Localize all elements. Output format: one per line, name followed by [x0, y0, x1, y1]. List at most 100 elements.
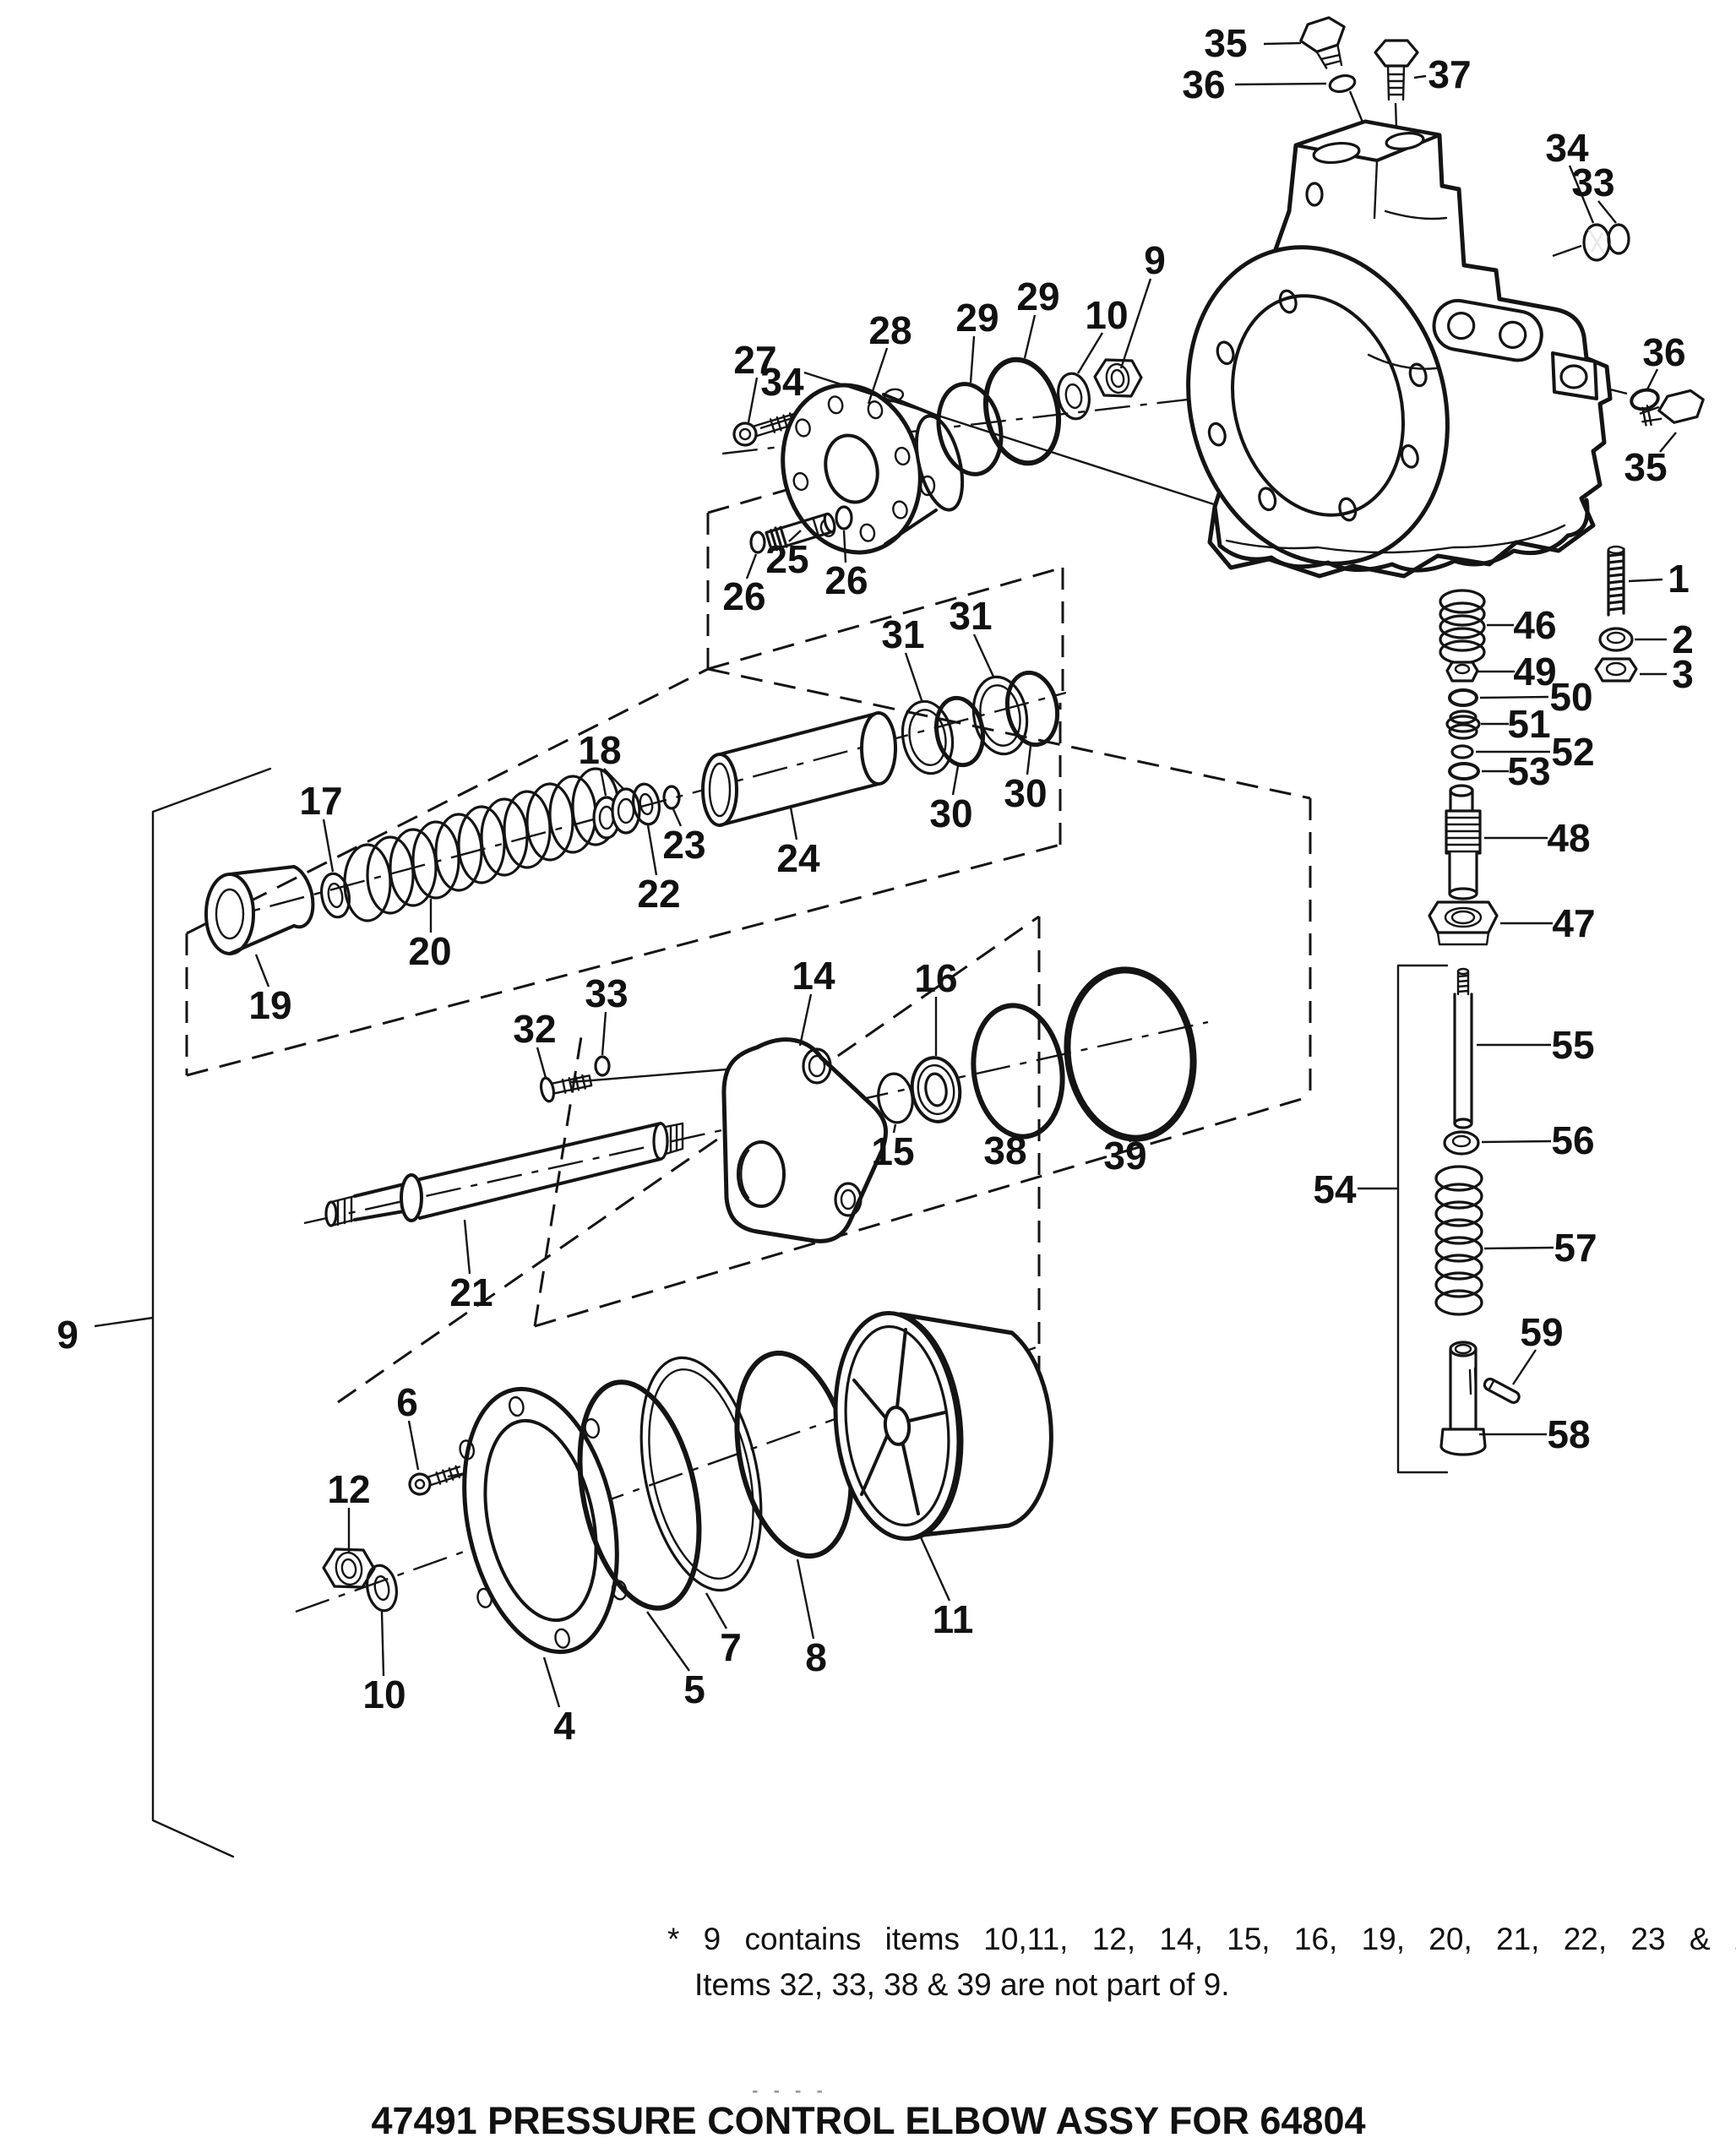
leader-32: [536, 1047, 547, 1079]
leader-18: [603, 768, 624, 790]
washer-2: [1598, 627, 1634, 652]
port-36: [1312, 141, 1361, 165]
leader-11: [919, 1537, 951, 1602]
callout-21-35: 21: [449, 1270, 493, 1314]
leader-35: [1263, 41, 1302, 46]
callout-11-43: 11: [933, 1597, 974, 1641]
callout-49-48: 49: [1513, 650, 1556, 694]
cup-seal-31b: [971, 675, 1029, 756]
callout-26-14: 26: [722, 574, 765, 618]
o-ring-30b: [1004, 670, 1060, 748]
callout-53-52: 53: [1507, 749, 1550, 793]
o-ring-53: [1448, 762, 1480, 781]
o-ring-50: [1448, 688, 1478, 707]
callout-24-20: 24: [776, 836, 820, 880]
o-ring-26b: [835, 505, 853, 530]
leader-9: [94, 1316, 154, 1328]
callout-4-39: 4: [553, 1704, 575, 1748]
callout-39-34: 39: [1103, 1134, 1146, 1178]
centerlines: [209, 385, 1298, 1613]
leader-15: [892, 1123, 897, 1134]
plunger-58: [1439, 1341, 1487, 1456]
socket-screw-6: [408, 1465, 464, 1496]
spring-20: [343, 767, 620, 922]
callout-6-36: 6: [396, 1380, 418, 1424]
leader-34: [1568, 165, 1595, 224]
callout-2-45: 2: [1672, 617, 1694, 661]
leader-30: [1026, 745, 1032, 775]
leader-8: [796, 1558, 815, 1640]
callout-30-18: 30: [929, 791, 972, 835]
callout-30-19: 30: [1004, 771, 1047, 815]
screen-34: [1582, 223, 1611, 262]
callout-17-24: 17: [299, 779, 342, 823]
pin-25: [765, 512, 836, 552]
washer-10a: [1057, 372, 1091, 421]
housing-body: [1186, 119, 1630, 579]
callout-47-54: 47: [1552, 901, 1595, 945]
leader-5: [646, 1611, 690, 1672]
seat-51: [1445, 710, 1481, 740]
callout-54-55: 54: [1313, 1167, 1357, 1211]
footnote-line2: Items 32, 33, 38 & 39 are not part of 9.: [694, 1967, 1230, 2002]
callout-23-21: 23: [662, 823, 705, 867]
housing-top-boss: [1294, 120, 1441, 220]
leader-29: [1023, 314, 1037, 359]
o-ring-36-top: [1328, 73, 1357, 94]
callout-14-30: 14: [792, 954, 835, 998]
bushing-19: [204, 865, 315, 955]
callout-34-61: 34: [760, 360, 804, 404]
hex-nut-9: [1093, 358, 1143, 398]
callout-27-12: 27: [733, 338, 776, 382]
callout-29-10: 29: [955, 296, 999, 340]
callout-20-25: 20: [408, 929, 451, 973]
washer-10b: [366, 1564, 398, 1613]
callout-38-33: 38: [983, 1129, 1026, 1172]
callout-10-38: 10: [362, 1673, 405, 1716]
o-ring-30a: [934, 695, 985, 768]
sleeve-24: [701, 711, 897, 827]
lock-nut-49: [1445, 661, 1479, 683]
leader-10: [380, 1611, 385, 1677]
callout-33-29: 33: [585, 971, 628, 1015]
port-37: [1385, 132, 1425, 150]
adapter-flange-28: [781, 383, 965, 555]
hex-nut-12: [322, 1548, 376, 1589]
callout-33-4: 33: [1571, 160, 1614, 204]
callout-31-16: 31: [881, 612, 924, 656]
drawing-title: 47491 PRESSURE CONTROL ELBOW ASSY FOR 64…: [371, 2099, 1365, 2142]
callout-19-26: 19: [248, 983, 291, 1027]
leader-31: [972, 634, 995, 677]
leader-59: [1511, 1349, 1537, 1385]
leader-36: [1646, 368, 1659, 390]
cover-plate-14: [721, 1037, 889, 1243]
callout-12-37: 12: [327, 1467, 370, 1511]
callout-8-42: 8: [805, 1635, 827, 1679]
callout-55-56: 55: [1551, 1023, 1594, 1067]
bracket-54: [1396, 964, 1449, 1474]
callout-7-41: 7: [720, 1625, 742, 1669]
leader-50: [1479, 695, 1549, 699]
screw-32: [539, 1074, 593, 1103]
callout-9-27: 9: [57, 1313, 79, 1357]
callout-3-46: 3: [1672, 652, 1694, 696]
leader-17: [322, 819, 335, 873]
callout-29-9: 29: [1016, 275, 1059, 318]
spring-46: [1439, 589, 1486, 665]
callout-32-28: 32: [513, 1007, 556, 1051]
callout-15-32: 15: [871, 1129, 914, 1173]
print-artifact: - - - -: [752, 2080, 828, 2101]
leader-27: [747, 377, 759, 423]
assembly-boundary-dashes: [185, 471, 1312, 1404]
callout-9-7: 9: [1144, 238, 1166, 282]
callout-46-47: 46: [1513, 603, 1556, 647]
callout-10-8: 10: [1085, 293, 1128, 337]
leader-9: [1119, 278, 1152, 369]
callout-37-2: 37: [1428, 52, 1471, 96]
callout-35-6: 35: [1624, 445, 1667, 489]
leader-18: [599, 768, 607, 797]
washer-22: [632, 782, 661, 826]
hex-plug-35-side: [1639, 389, 1705, 427]
bushing-16: [910, 1056, 962, 1123]
o-ring-38: [971, 1003, 1065, 1140]
